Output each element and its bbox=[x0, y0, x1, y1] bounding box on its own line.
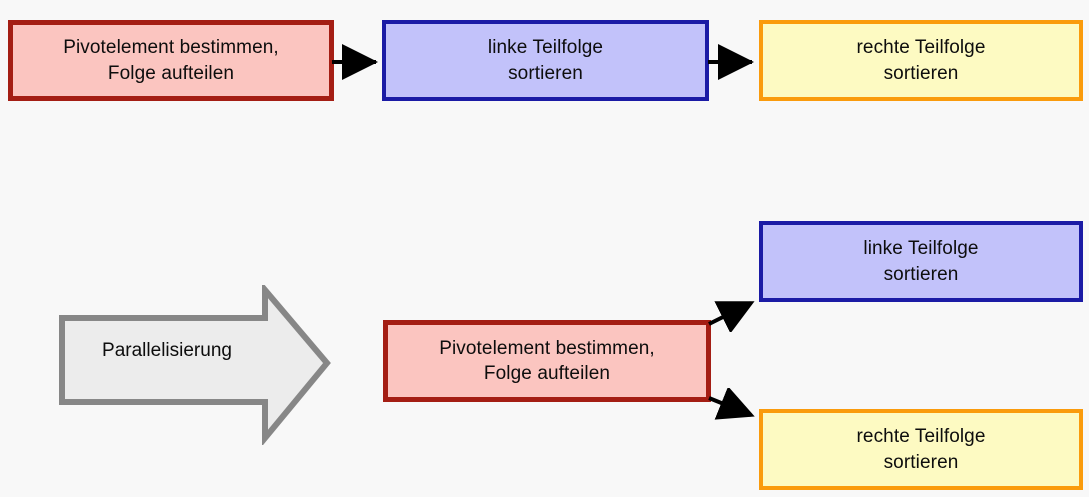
block-arrow-right-icon bbox=[59, 285, 331, 445]
node-right-partition-parallel[interactable]: rechte Teilfolge sortieren bbox=[759, 409, 1083, 490]
connector-pivot-to-right-parallel-icon bbox=[708, 388, 755, 420]
node-pivot-parallel[interactable]: Pivotelement bestimmen, Folge aufteilen bbox=[383, 320, 711, 402]
connector-left-to-right-icon bbox=[708, 44, 754, 80]
node-pivot-sequential[interactable]: Pivotelement bestimmen, Folge aufteilen bbox=[8, 20, 334, 101]
node-left-partition-parallel[interactable]: linke Teilfolge sortieren bbox=[759, 221, 1083, 302]
connector-pivot-to-left-parallel-icon bbox=[708, 301, 755, 332]
node-right-partition-sequential[interactable]: rechte Teilfolge sortieren bbox=[759, 20, 1083, 101]
parallelization-label: Parallelisierung bbox=[102, 340, 232, 361]
node-left-partition-sequential[interactable]: linke Teilfolge sortieren bbox=[382, 20, 709, 101]
connector-pivot-to-left-icon bbox=[332, 44, 378, 80]
